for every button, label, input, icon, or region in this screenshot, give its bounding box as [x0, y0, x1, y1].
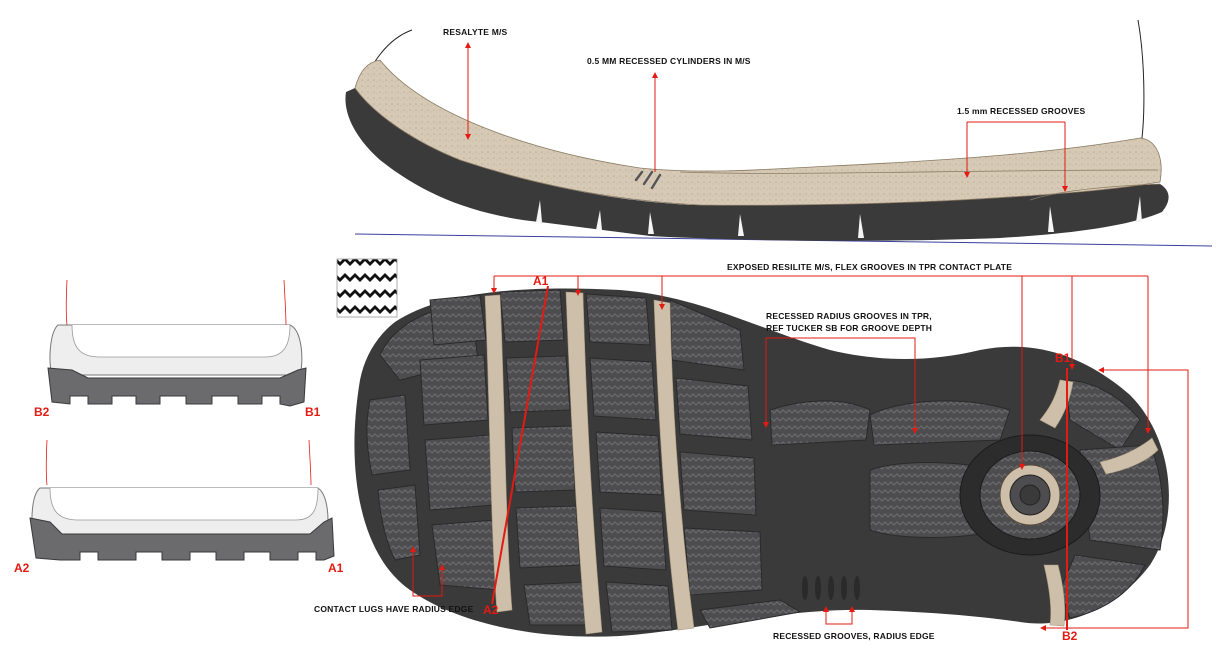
section-b1-top: B1	[1055, 351, 1071, 365]
section-b1-right: B1	[305, 405, 321, 419]
side-outsole	[345, 88, 1169, 241]
section-a2-bottom: A2	[483, 603, 499, 617]
section-line-a	[491, 285, 549, 605]
callout-radius-grooves-1: RECESSED RADIUS GROOVES IN TPR,	[766, 311, 932, 321]
recessed-cylinders	[634, 170, 662, 190]
callout-recessed-grooves-edge: RECESSED GROOVES, RADIUS EDGE	[773, 631, 935, 641]
leader-contact-lugs	[412, 548, 443, 597]
callout-contact-lugs: CONTACT LUGS HAVE RADIUS EDGE	[314, 604, 474, 614]
section-b-outsole	[47, 367, 307, 407]
section-a-outsole	[29, 517, 335, 561]
cross-section-a: A2 A1	[14, 439, 344, 575]
tread-blocks	[366, 289, 1164, 633]
side-view: RESALYTE M/S 0.5 MM RECESSED CYLINDERS I…	[345, 19, 1213, 247]
section-b2-bottom: B2	[1062, 629, 1078, 643]
callout-cylinders: 0.5 MM RECESSED CYLINDERS IN M/S	[587, 56, 751, 66]
section-a2-left: A2	[14, 561, 30, 575]
section-a1-right: A1	[328, 561, 344, 575]
side-outsole-lugs	[536, 196, 1142, 238]
callout-resalyte: RESALYTE M/S	[443, 27, 508, 37]
leader-radius-grooves	[765, 337, 916, 432]
callout-radius-grooves-2: REF TUCKER SB FOR GROOVE DEPTH	[766, 323, 932, 333]
leader-right-bracket	[1042, 369, 1189, 629]
section-a1-top: A1	[533, 274, 549, 288]
cross-section-b: B2 B1	[34, 279, 321, 419]
side-midsole	[354, 59, 1162, 206]
bottom-view: A1 A2 B1 B2 EXPOSED RESILITE M/S, FLEX G…	[314, 262, 1189, 643]
leader-recessed-grooves-edge	[825, 608, 853, 625]
heel-plug-inner	[1019, 484, 1041, 506]
upper-outline-toe	[1137, 19, 1145, 139]
callout-grooves-side: 1.5 mm RECESSED GROOVES	[957, 106, 1085, 116]
zigzag-tread-icon	[336, 258, 398, 318]
side-midsole-edge-2	[1029, 183, 1161, 201]
side-midsole-edge	[679, 169, 1159, 174]
recessed-grooves-edge	[802, 576, 860, 600]
callout-exposed: EXPOSED RESILITE M/S, FLEX GROOVES IN TP…	[727, 262, 1012, 272]
leader-exposed	[493, 275, 1149, 468]
section-b2-left: B2	[34, 405, 50, 419]
leader-grooves-side	[966, 121, 1066, 190]
